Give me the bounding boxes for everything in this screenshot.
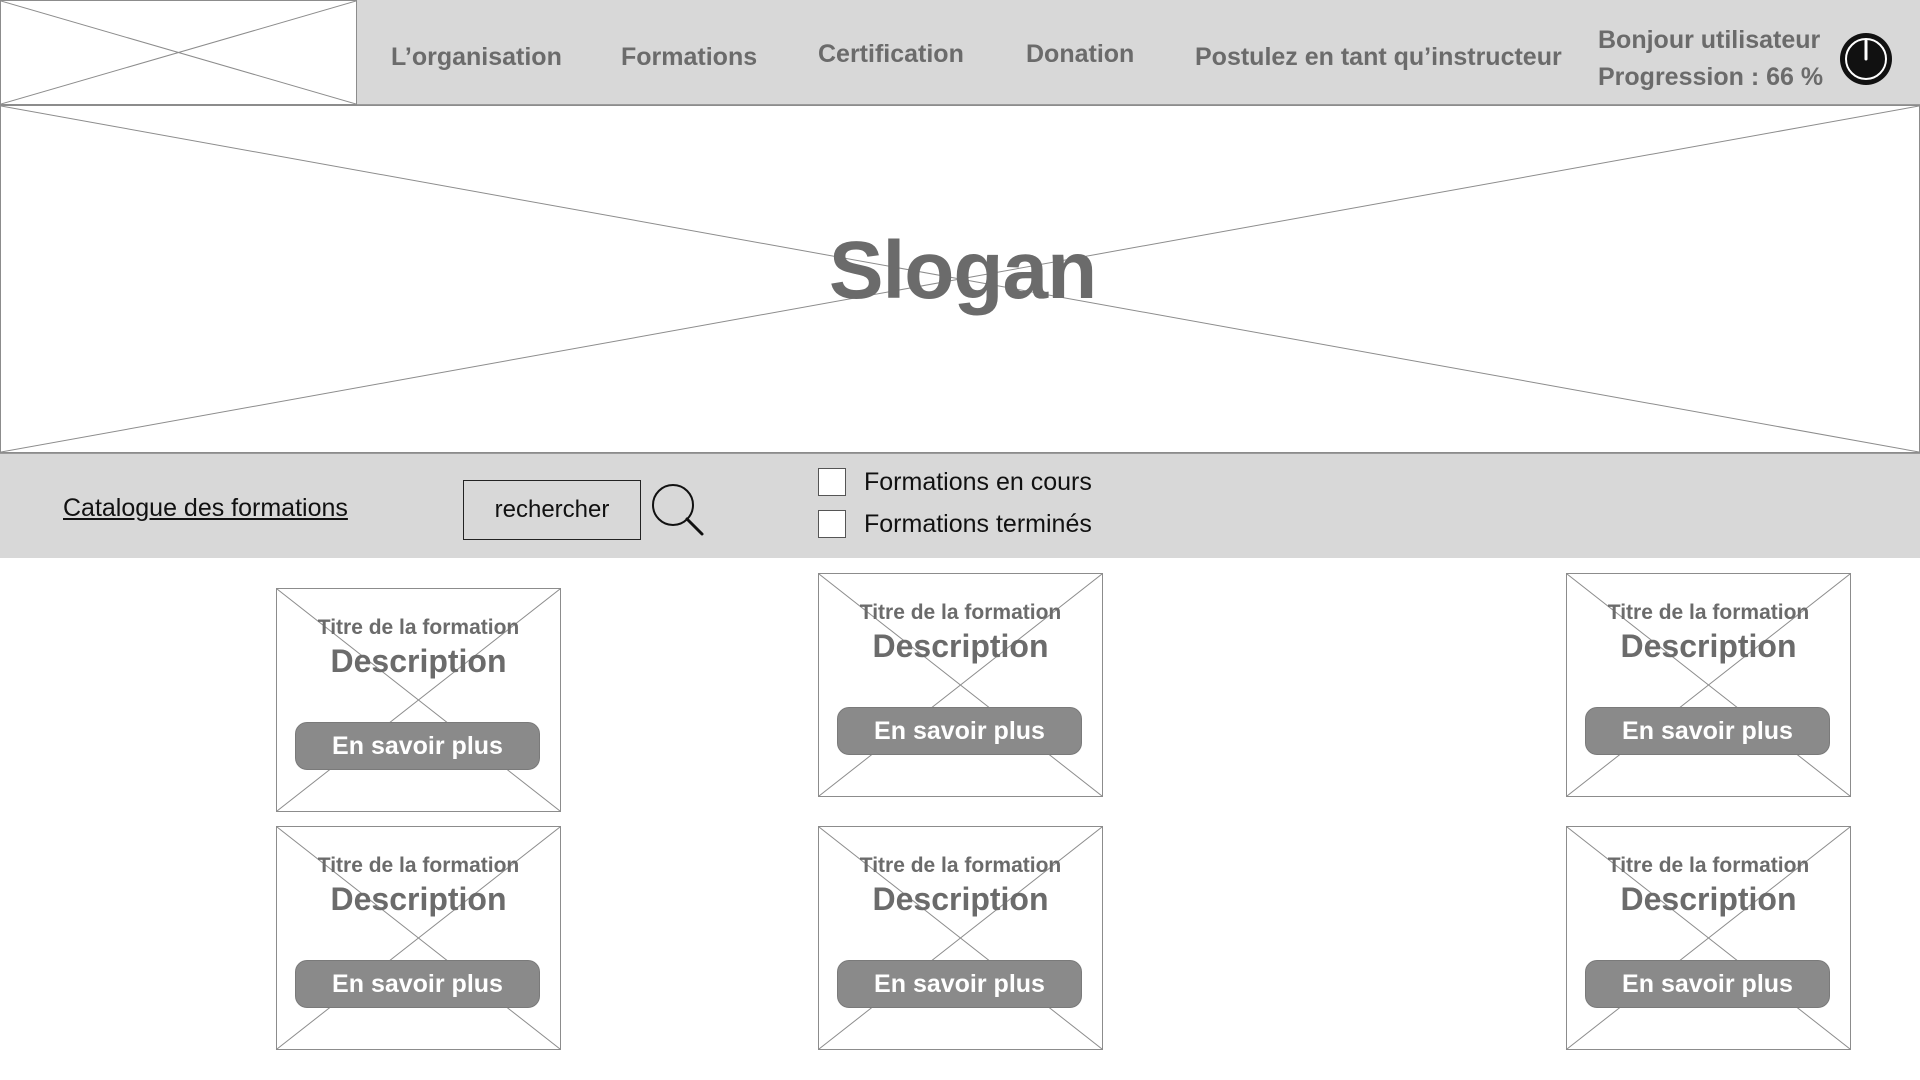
en-savoir-plus-button[interactable]: En savoir plus xyxy=(837,960,1082,1008)
checkbox-box[interactable] xyxy=(818,510,846,538)
nav-item-organisation[interactable]: L’organisation xyxy=(391,43,562,71)
card-description: Description xyxy=(872,628,1049,664)
progress-text: Progression : 66 % xyxy=(1598,63,1824,91)
catalog-link[interactable]: Catalogue des formations xyxy=(63,494,348,522)
checkbox-formations-terminees[interactable]: Formations terminés xyxy=(818,509,1092,539)
nav-item-instructeur[interactable]: Postulez en tant qu’instructeur xyxy=(1195,43,1562,71)
placeholder-cross-icon xyxy=(819,827,1102,1049)
checkbox-label: Formations terminés xyxy=(864,509,1092,538)
logo-placeholder[interactable] xyxy=(0,0,357,105)
user-info: Bonjour utilisateur Progression : 66 % xyxy=(1598,22,1823,96)
en-savoir-plus-button[interactable]: En savoir plus xyxy=(295,960,540,1008)
card-title: Titre de la formation xyxy=(1607,601,1810,624)
placeholder-cross-icon xyxy=(1567,827,1850,1049)
placeholder-cross-icon xyxy=(1567,574,1850,796)
card-title: Titre de la formation xyxy=(1607,854,1810,877)
formation-card: Titre de la formation Description En sav… xyxy=(818,826,1103,1050)
placeholder-cross-icon xyxy=(1,1,356,104)
user-greeting: Bonjour utilisateur xyxy=(1598,26,1821,54)
card-title: Titre de la formation xyxy=(859,854,1062,877)
checkbox-label: Formations en cours xyxy=(864,467,1092,496)
formation-card: Titre de la formation Description En sav… xyxy=(276,826,561,1050)
en-savoir-plus-button[interactable]: En savoir plus xyxy=(1585,960,1830,1008)
checkbox-box[interactable] xyxy=(818,468,846,496)
card-title: Titre de la formation xyxy=(317,616,520,639)
card-description: Description xyxy=(330,643,507,679)
formation-card: Titre de la formation Description En sav… xyxy=(818,573,1103,797)
placeholder-cross-icon xyxy=(277,827,560,1049)
en-savoir-plus-button[interactable]: En savoir plus xyxy=(837,707,1082,755)
search-button[interactable] xyxy=(650,482,706,538)
search-icon xyxy=(652,484,704,536)
filter-bar: Catalogue des formations Formations en c… xyxy=(0,453,1920,558)
placeholder-cross-icon xyxy=(1,106,1919,452)
card-title: Titre de la formation xyxy=(317,854,520,877)
en-savoir-plus-button[interactable]: En savoir plus xyxy=(295,722,540,770)
card-description: Description xyxy=(1620,628,1797,664)
formation-card: Titre de la formation Description En sav… xyxy=(276,588,561,812)
placeholder-cross-icon xyxy=(819,574,1102,796)
logout-button[interactable] xyxy=(1840,33,1892,85)
header-bar: L’organisation Formations Certification … xyxy=(0,0,1920,105)
hero-banner xyxy=(0,105,1920,453)
nav-item-certification[interactable]: Certification xyxy=(818,40,964,68)
card-description: Description xyxy=(330,881,507,917)
search-input[interactable] xyxy=(463,480,641,540)
placeholder-cross-icon xyxy=(277,589,560,811)
checkbox-formations-en-cours[interactable]: Formations en cours xyxy=(818,467,1092,497)
card-description: Description xyxy=(872,881,1049,917)
power-icon xyxy=(1845,38,1887,80)
en-savoir-plus-button[interactable]: En savoir plus xyxy=(1585,707,1830,755)
nav-item-formations[interactable]: Formations xyxy=(621,43,758,71)
card-description: Description xyxy=(1620,881,1797,917)
formation-card: Titre de la formation Description En sav… xyxy=(1566,573,1851,797)
card-title: Titre de la formation xyxy=(859,601,1062,624)
formation-card: Titre de la formation Description En sav… xyxy=(1566,826,1851,1050)
nav-item-donation[interactable]: Donation xyxy=(1026,40,1135,68)
hero-slogan: Slogan xyxy=(828,225,1097,316)
